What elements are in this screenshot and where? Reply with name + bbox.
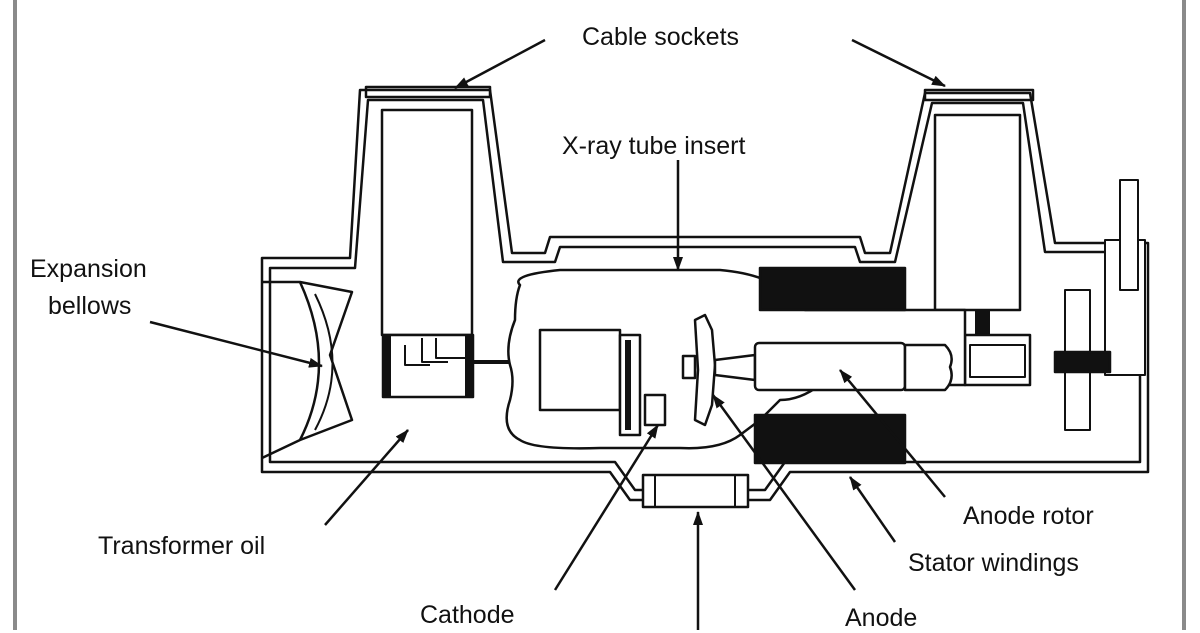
frame-left-border: [13, 0, 17, 630]
expansion-bellows: [261, 280, 354, 460]
cathode-focusing-head: [643, 393, 667, 427]
label-anode: Anode: [845, 604, 918, 632]
anode-stem: [713, 353, 757, 382]
leader-cathode: [553, 424, 660, 591]
label-expansion-bellows-line2: bellows: [48, 292, 132, 320]
frame-right-border: [1182, 0, 1186, 630]
label-expansion-bellows-line1: Expansion: [30, 255, 147, 283]
anode-disc: [693, 313, 717, 427]
cable-socket-left-cap: [364, 85, 492, 99]
output-window: [641, 473, 750, 509]
leader-stator-windings: [848, 476, 897, 543]
anode-rotor: [753, 341, 907, 392]
label-anode-rotor: Anode rotor: [963, 502, 1094, 530]
label-xray-tube-insert: X-ray tube insert: [562, 132, 746, 160]
stator-winding-bottom: [753, 413, 907, 465]
cable-socket-right: [933, 113, 1022, 312]
leader-anode-rotor: [839, 369, 946, 498]
leader-cable-sockets-right: [851, 38, 946, 88]
cathode-block: [538, 328, 622, 412]
leader-transformer-oil: [324, 429, 409, 526]
cable-socket-left: [380, 108, 474, 337]
stator-winding-top: [758, 266, 907, 312]
leader-expansion-bellows: [149, 320, 323, 368]
label-transformer-oil: Transformer oil: [98, 532, 266, 560]
label-cable-sockets: Cable sockets: [582, 23, 740, 51]
cable-socket-right-cap: [923, 88, 1035, 102]
label-cathode: Cathode: [420, 601, 515, 629]
leader-cable-sockets-left: [454, 38, 546, 90]
label-stator-windings: Stator windings: [908, 549, 1079, 577]
anode-rotor-bearing: [903, 343, 953, 392]
leader-anode: [711, 394, 857, 591]
